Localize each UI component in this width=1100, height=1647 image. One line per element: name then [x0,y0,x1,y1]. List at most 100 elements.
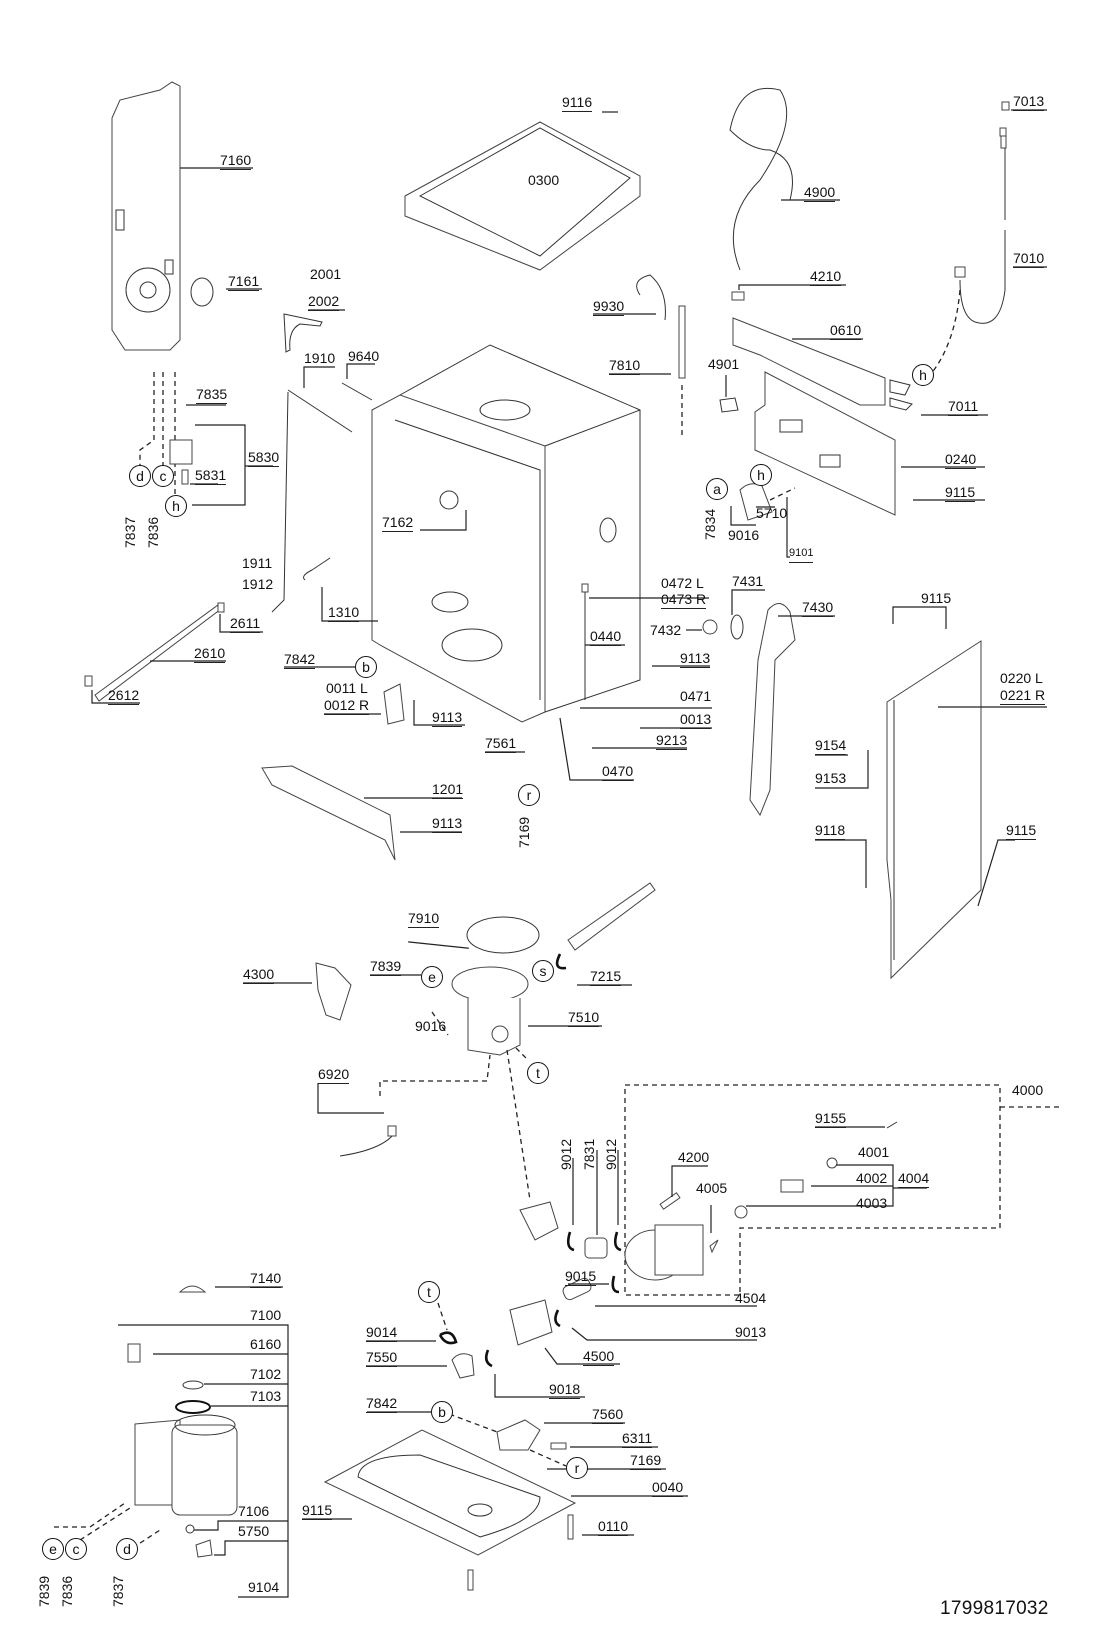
part-7810-spring [678,305,686,379]
label-0040: 0040 [652,1479,684,1497]
part-7910-seal [466,916,540,954]
part-9013-clamp [554,1309,561,1328]
label-4004: 4004 [898,1170,930,1188]
label-9113-tub: 9113 [680,650,711,668]
label-7561: 7561 [485,735,517,753]
part-7013-cap [1001,101,1010,111]
label-4005: 4005 [696,1180,728,1196]
connector-r-top: r [518,784,540,806]
label-7162: 7162 [382,514,414,532]
label-2611: 2611 [230,615,261,633]
label-1310: 1310 [328,604,360,622]
label-7103: 7103 [250,1388,282,1404]
label-0012: 0012 R [324,697,370,715]
label-4200: 4200 [678,1149,710,1165]
connector-t-drain: t [418,1281,440,1303]
part-7106-seal [185,1524,195,1534]
label-0110: 0110 [598,1518,629,1536]
label-9153: 9153 [815,770,847,786]
leader-lines [91,109,1047,1598]
label-0473: 0473 R [661,591,707,609]
part-7011-clip [889,379,913,411]
label-7161: 7161 [228,273,260,291]
label-0471: 0471 [680,688,712,704]
connector-s: s [532,960,554,982]
label-4001: 4001 [858,1144,890,1160]
part-1310-hook [303,557,331,581]
label-0011: 0011 L [326,680,368,696]
label-7831: 7831 [581,1138,597,1170]
label-1910: 1910 [304,350,336,366]
label-9115-side-top: 9115 [921,590,952,606]
label-9014: 9014 [366,1324,398,1342]
part-7102-ring [182,1380,204,1390]
label-9155: 9155 [815,1110,847,1128]
connector-h-left: h [165,495,187,517]
part-4200-sensor [659,1192,681,1210]
part-7215-clamp [555,953,567,970]
group-4000-boundary [624,1084,1001,1296]
label-0220: 0220 L [1000,670,1043,686]
part-0011-foot [383,683,405,725]
label-9116: 9116 [562,94,593,112]
label-7839-softener: 7839 [36,1575,52,1607]
connector-d-softener: d [116,1538,138,1560]
label-7835: 7835 [196,386,228,404]
label-0013: 0013 [680,711,712,729]
part-7430-arm [749,603,796,817]
part-4000-drain-pump [624,1224,704,1281]
label-7140: 7140 [250,1270,282,1288]
part-9640-strip [341,382,373,401]
label-6311: 6311 [622,1430,653,1448]
part-4001-seal [826,1157,838,1169]
connector-b-bottom: b [431,1401,453,1423]
label-7432: 7432 [650,622,682,638]
part-7831-hose [584,1237,608,1259]
part-0300-worktop [404,121,641,271]
label-4900: 4900 [804,184,836,202]
connector-h-mid: h [750,464,772,486]
label-7842-top: 7842 [284,651,316,669]
label-7011: 7011 [948,398,979,416]
part-7161-ring [190,277,214,307]
label-0300: 0300 [528,172,560,188]
document-number: 1799817032 [940,1598,1049,1619]
part-9012-clamp-a [566,1231,575,1252]
label-7431: 7431 [732,573,764,589]
label-1912: 1912 [242,576,274,592]
label-7910: 7910 [408,910,440,928]
label-0610: 0610 [830,322,862,340]
part-4003-seal [734,1205,748,1219]
connector-e-sump: e [421,966,443,988]
label-1201: 1201 [432,781,464,799]
part-7103-ring [175,1400,211,1414]
connector-b-top: b [355,656,377,678]
connector-d-top: d [129,465,151,487]
part-7510-sump [451,966,529,1056]
part-5750-bracket [195,1539,213,1558]
part-1201-plinth [261,765,396,861]
label-9113-plinth: 9113 [432,815,463,833]
label-9013: 9013 [735,1324,767,1340]
label-9016-sump: 9016 [415,1018,447,1034]
label-2001: 2001 [310,266,342,282]
label-7169-top: 7169 [516,816,532,848]
label-4000: 4000 [1012,1082,1044,1098]
connector-a: a [706,478,728,500]
part-4900-cable [729,87,793,271]
label-2610: 2610 [194,645,226,663]
part-6920-sensor [339,1134,394,1157]
label-0240: 0240 [945,451,977,469]
label-7550: 7550 [366,1349,398,1367]
label-4500: 4500 [583,1348,615,1366]
part-9015-clamp [611,1275,620,1294]
part-9930-hook [636,274,666,321]
label-4210: 4210 [810,268,842,286]
label-0440: 0440 [590,628,622,646]
part-9155-screw [886,1121,898,1129]
part-7215-hose [567,882,656,951]
label-9118: 9118 [815,822,846,840]
label-0472: 0472 L [661,575,704,591]
connector-h-right: h [912,364,934,386]
part-4002-impeller [780,1179,804,1193]
